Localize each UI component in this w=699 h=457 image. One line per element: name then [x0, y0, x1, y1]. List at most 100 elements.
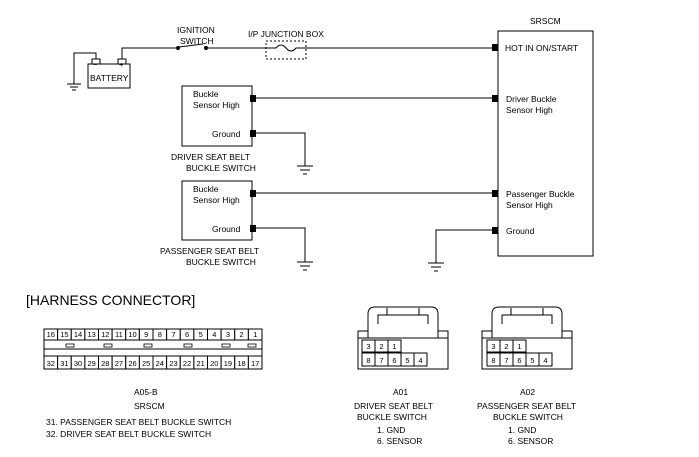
- passenger-switch-box: [181, 180, 253, 241]
- srscm-title: SRSCM: [530, 16, 561, 26]
- passenger-switch-pin2: Ground: [212, 224, 241, 234]
- srscm-label-driver-2: Sensor High: [506, 105, 553, 115]
- pin-number: 23: [169, 359, 177, 368]
- pin-number: 21: [197, 359, 205, 368]
- passenger-switch-pin1-b: Sensor High: [193, 195, 240, 205]
- pin-number: 5: [530, 356, 534, 365]
- pin-number: 20: [210, 359, 218, 368]
- passenger-switch-pin-ground: [250, 225, 256, 232]
- srscm-label-driver-1: Driver Buckle: [506, 94, 557, 104]
- pin-number: 27: [115, 359, 123, 368]
- pin-number: 7: [171, 330, 175, 339]
- battery-box: [87, 63, 131, 89]
- connector-key: [143, 343, 153, 348]
- srscm-pin-driver: [492, 95, 498, 102]
- driver-switch-pin-sensor: [250, 95, 256, 102]
- srscm-pin-hot: [492, 44, 498, 51]
- connector-key: [183, 343, 193, 348]
- pin-number: 22: [183, 359, 191, 368]
- srscm-label-pass-1: Passenger Buckle: [506, 189, 575, 199]
- battery-minus-sign: −: [93, 60, 98, 69]
- battery-label: BATTERY: [90, 73, 129, 83]
- driver-ground-wire: [256, 132, 306, 166]
- pin-number: 15: [60, 330, 68, 339]
- a05b-keys: [65, 343, 257, 348]
- connector-key: [221, 343, 231, 348]
- driver-switch-pin1-a: Buckle: [193, 89, 219, 99]
- pin-number: 3: [366, 342, 370, 351]
- driver-switch-pin2: Ground: [212, 129, 241, 139]
- pin-number: 1: [392, 342, 396, 351]
- a02-id: A02: [520, 387, 535, 397]
- a01-name-1: DRIVER SEAT BELT: [354, 401, 433, 411]
- harness-title: [HARNESS CONNECTOR]: [26, 292, 195, 308]
- a05b-pin-31: 31. PASSENGER SEAT BELT BUCKLE SWITCH: [46, 417, 231, 427]
- a05b-name: SRSCM: [134, 401, 165, 411]
- pin-number: 8: [158, 330, 162, 339]
- pin-number: 4: [543, 356, 547, 365]
- ignition-switch-symbol: [176, 43, 208, 50]
- pin-number: 24: [156, 359, 164, 368]
- ignition-label-1: IGNITION: [177, 25, 215, 35]
- ground-symbol-driver: [297, 165, 313, 175]
- pin-number: 18: [237, 359, 245, 368]
- pin-number: 14: [74, 330, 82, 339]
- pin-cell: [247, 355, 263, 370]
- a02-pin-1: 1. GND: [508, 425, 536, 435]
- ground-symbol-passenger: [297, 261, 313, 271]
- pin-cell: [413, 352, 428, 367]
- pin-number: 28: [101, 359, 109, 368]
- pin-number: 2: [504, 342, 508, 351]
- srscm-label-pass-2: Sensor High: [506, 200, 553, 210]
- battery-positive-wire: [121, 47, 176, 59]
- a05b-id: A05-B: [134, 387, 158, 397]
- pin-number: 3: [226, 330, 230, 339]
- pin-number: 25: [142, 359, 150, 368]
- pin-number: 1: [253, 330, 257, 339]
- junction-label: I/P JUNCTION BOX: [248, 29, 324, 39]
- a01-pin-1: 1. GND: [377, 425, 405, 435]
- ground-symbol-battery: [67, 83, 81, 91]
- driver-switch-label-2: BUCKLE SWITCH: [186, 163, 256, 173]
- pin-number: 6: [185, 330, 189, 339]
- passenger-switch-pin-sensor: [250, 190, 256, 197]
- a02-name-1: PASSENGER SEAT BELT: [477, 401, 576, 411]
- pin-number: 19: [224, 359, 232, 368]
- pin-cell: [512, 339, 527, 353]
- passenger-ground-wire: [256, 227, 306, 262]
- driver-switch-label-1: DRIVER SEAT BELT: [171, 152, 250, 162]
- pin-number: 32: [47, 359, 55, 368]
- driver-switch-box: [181, 85, 253, 147]
- pin-number: 26: [128, 359, 136, 368]
- battery-plus-sign: +: [119, 60, 124, 69]
- pin-number: 16: [47, 330, 55, 339]
- pin-number: 1: [517, 342, 521, 351]
- pin-cell: [538, 352, 553, 367]
- pin-cell: [387, 339, 402, 353]
- pin-number: 8: [491, 356, 495, 365]
- pin-number: 9: [144, 330, 148, 339]
- pin-number: 30: [74, 359, 82, 368]
- connector-key: [65, 343, 75, 348]
- a01-id: A01: [393, 387, 408, 397]
- srscm-pin-passenger: [492, 190, 498, 197]
- pin-number: 4: [212, 330, 216, 339]
- a05b-pin-32: 32. DRIVER SEAT BELT BUCKLE SWITCH: [46, 429, 211, 439]
- fuse-symbol: [266, 44, 306, 52]
- driver-switch-pin-ground: [250, 130, 256, 137]
- pin-number: 5: [199, 330, 203, 339]
- pin-number: 3: [491, 342, 495, 351]
- a01-name-2: BUCKLE SWITCH: [357, 412, 427, 422]
- pin-number: 7: [504, 356, 508, 365]
- pin-cell: [247, 328, 263, 341]
- pin-number: 4: [418, 356, 422, 365]
- pin-number: 29: [88, 359, 96, 368]
- passenger-switch-pin1-a: Buckle: [193, 184, 219, 194]
